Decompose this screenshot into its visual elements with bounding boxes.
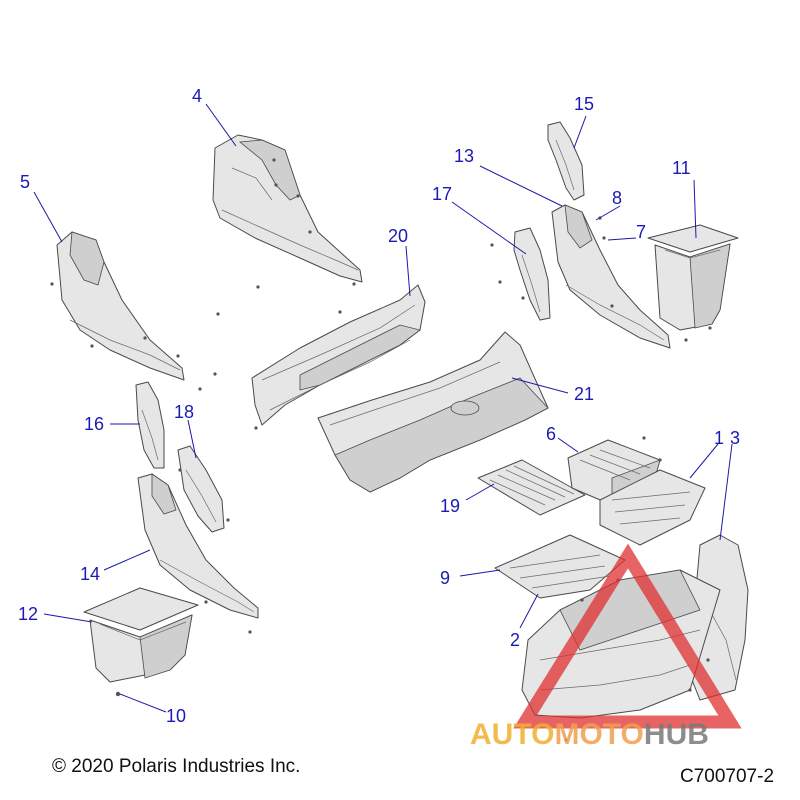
callout-6: 6 [546, 424, 556, 444]
part-15-trim [547, 121, 585, 201]
part-14-side-panel [137, 473, 259, 619]
part-19-grille [477, 459, 586, 516]
part-12-storage-bin [83, 587, 199, 683]
part-17-trim [513, 227, 551, 321]
callout-4: 4 [192, 86, 202, 106]
watermark-auto: AUTO [470, 718, 555, 751]
callout-9: 9 [440, 568, 450, 588]
callout-10: 10 [166, 706, 186, 726]
callout-15: 15 [574, 94, 594, 114]
callout-2: 2 [510, 630, 520, 650]
leader-lines [33, 103, 733, 713]
callout-11: 11 [672, 158, 691, 178]
callout-13-upper: 13 [454, 146, 474, 166]
callout-16: 16 [84, 414, 104, 434]
part-5-side-panel [56, 231, 185, 381]
part-4-side-panel [212, 134, 363, 283]
part-18-trim [177, 445, 225, 533]
copyright-notice: © 2020 Polaris Industries Inc. [52, 756, 301, 777]
watermark-moto: MOTO [554, 718, 644, 751]
callout-19: 19 [440, 496, 460, 516]
part-11-storage-bin [647, 224, 739, 331]
part-20-floor-panel [251, 284, 426, 426]
callout-18: 18 [174, 402, 194, 422]
part-9-floor-grate [494, 534, 626, 599]
part-21-floor-tub [317, 331, 549, 493]
watermark-triangle [513, 543, 742, 729]
callout-7: 7 [636, 222, 646, 242]
callout-12: 12 [18, 604, 38, 624]
watermark-hub: HUB [643, 718, 709, 751]
drawing-number: C700707-2 [680, 766, 775, 787]
fasteners [50, 158, 712, 742]
callout-21: 21 [574, 384, 594, 404]
watermark-text: AUTOMOTOHUB [470, 718, 709, 752]
callout-20: 20 [388, 226, 408, 246]
callout-17: 17 [432, 184, 452, 204]
callout-14: 14 [80, 564, 100, 584]
callout-labels: 1 2 3 4 5 6 7 8 9 10 11 12 13 13 14 15 1… [18, 86, 740, 726]
callout-3: 3 [730, 428, 740, 448]
part-16-trim [135, 381, 165, 469]
callout-8: 8 [612, 188, 622, 208]
callout-5: 5 [20, 172, 30, 192]
part-1-floor-grate [599, 469, 706, 546]
callout-1: 1 [714, 428, 724, 448]
part-13-side-panel-upper [551, 204, 671, 349]
